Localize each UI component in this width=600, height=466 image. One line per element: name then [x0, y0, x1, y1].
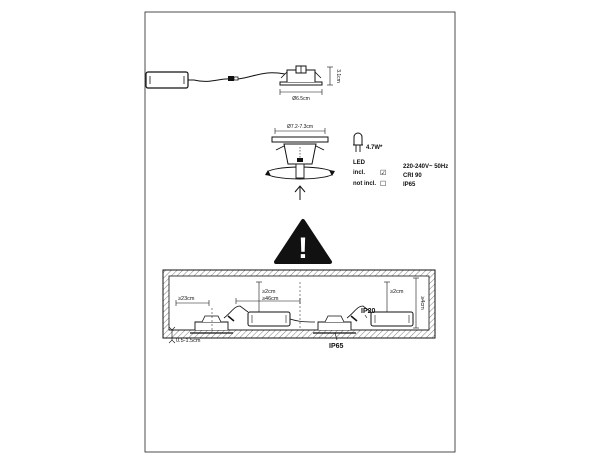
ceiling-slab — [271, 136, 329, 143]
warning-symbol: ! — [298, 232, 308, 265]
cri-label: CRI 90 — [403, 173, 422, 179]
fixture-diameter-label: Ø6.5cm — [292, 96, 310, 102]
not-incl-box-icon: ☐ — [380, 180, 386, 188]
ip-rating-label: IP65 — [403, 182, 416, 188]
voltage-label: 220-240V~ 50Hz — [403, 164, 448, 170]
spacing-46cm-label: ≥46cm — [262, 296, 279, 302]
fixture-height-label: 3.1cm — [335, 69, 341, 83]
incl-label: incl. — [353, 170, 365, 176]
gap-2cm-2-label: ≥2cm — [390, 289, 404, 295]
cable-line-2 — [237, 72, 286, 80]
connector-icon — [228, 76, 239, 81]
driver-fixture-illustration: 3.1cm Ø6.5cm — [145, 65, 341, 102]
driver-1-icon — [247, 311, 291, 327]
ip65-label: IP65 — [329, 343, 344, 350]
gap-23cm-label: ≥23cm — [178, 296, 195, 302]
power-label: 4.7W* — [366, 145, 383, 151]
cable-1 — [223, 305, 249, 319]
fixture-2-icon — [313, 315, 356, 334]
cable-line — [193, 78, 231, 82]
cable-2 — [346, 305, 372, 319]
led-bulb-icon — [353, 132, 363, 152]
page-frame — [144, 11, 456, 453]
ip20-label: IP20 — [361, 308, 376, 315]
installation-diagram: ≥23cm ≥2cm ≥46cm ≥2cm ≥4cm IP20 0.5-1.5c… — [162, 269, 436, 350]
depth-4cm-label: ≥4cm — [419, 296, 425, 310]
gap-2cm-1-label: ≥2cm — [262, 289, 276, 295]
cutout-diameter-label: Ø7.2-7.3cm — [287, 124, 313, 130]
led-label: LED — [353, 160, 366, 166]
mounting-illustration: Ø7.2-7.3cm — [265, 124, 335, 200]
not-incl-label: not incl. — [353, 181, 376, 187]
fixture-side-icon — [279, 65, 323, 86]
fixture-1-icon — [190, 315, 233, 334]
warning-triangle-icon: ! — [274, 219, 332, 265]
incl-check-icon: ☑ — [380, 169, 386, 177]
ceiling-thickness-label: 0.5-1.5cm — [176, 338, 201, 344]
driver-box-icon — [145, 71, 194, 89]
driver-2-icon — [370, 311, 414, 327]
